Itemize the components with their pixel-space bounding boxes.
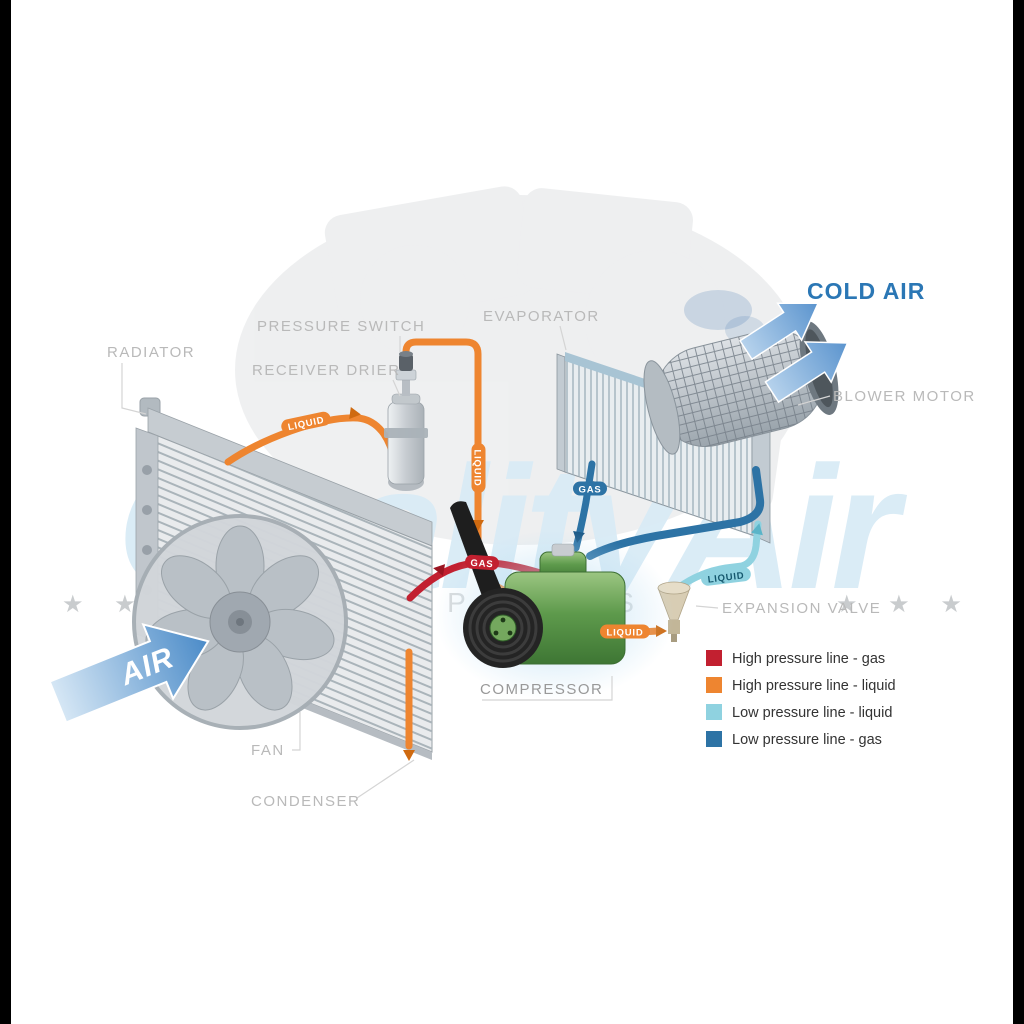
arrow-orange-to-drier xyxy=(349,407,361,419)
cold-air-arrows xyxy=(738,302,849,404)
leader-lines xyxy=(121,325,831,799)
legend-swatch-low-gas xyxy=(706,731,722,747)
label-fan: FAN xyxy=(251,742,285,759)
legend-swatch-low-liquid xyxy=(706,704,722,720)
receiver-drier-graphic xyxy=(384,393,428,491)
left-letterbox-bar xyxy=(0,0,11,1024)
low-pressure-liquid-line xyxy=(674,520,762,592)
high-pressure-liquid-line-condenser-to-drier xyxy=(224,414,398,466)
legend-swatch-high-liquid xyxy=(706,677,722,693)
legend: High pressure line - gas High pressure l… xyxy=(706,650,896,748)
label-compressor: COMPRESSOR xyxy=(480,681,603,698)
svg-text:LIQUID: LIQUID xyxy=(707,570,745,585)
label-receiver-drier: RECEIVER DRIER xyxy=(252,362,401,379)
watermark-right-stars: ★ ★ ★ xyxy=(836,591,974,618)
svg-text:GAS: GAS xyxy=(579,485,602,496)
legend-label-high-gas: High pressure line - gas xyxy=(732,651,885,667)
legend-label-high-liquid: High pressure line - liquid xyxy=(732,678,896,694)
engine-ghost xyxy=(235,186,805,545)
arrow-lightblue-to-evaporator xyxy=(751,523,763,536)
line-label-liquid-valve-to-evap: LIQUID xyxy=(701,567,751,586)
legend-item: High pressure line - liquid xyxy=(706,677,896,694)
line-label-gas-compressor-out: GAS xyxy=(465,554,500,570)
legend-label-low-gas: Low pressure line - gas xyxy=(732,732,882,748)
legend-item: Low pressure line - gas xyxy=(706,731,882,748)
label-condenser: CONDENSER xyxy=(251,793,360,810)
svg-text:GAS: GAS xyxy=(470,558,494,571)
label-pressure-switch: PRESSURE SWITCH xyxy=(257,318,425,335)
label-cold-air: COLD AIR xyxy=(807,278,925,304)
legend-item: High pressure line - gas xyxy=(706,650,885,667)
label-radiator: RADIATOR xyxy=(107,344,195,361)
legend-item: Low pressure line - liquid xyxy=(706,704,892,721)
label-blower-motor: BLOWER MOTOR xyxy=(833,388,976,405)
right-letterbox-bar xyxy=(1013,0,1024,1024)
arrow-red-to-condenser xyxy=(433,564,446,576)
line-label-gas-evaporator-out: GAS xyxy=(573,481,607,496)
label-expansion-valve: EXPANSION VALVE xyxy=(722,600,881,617)
svg-text:LIQUID: LIQUID xyxy=(472,450,483,487)
line-label-liquid-down: LIQUID xyxy=(471,443,486,493)
svg-text:LIQUID: LIQUID xyxy=(607,628,644,639)
compressor-graphic xyxy=(435,501,675,700)
legend-swatch-high-gas xyxy=(706,650,722,666)
line-label-liquid-to-valve: LIQUID xyxy=(600,624,650,639)
arrow-orange-condenser-out xyxy=(403,750,415,761)
legend-label-low-liquid: Low pressure line - liquid xyxy=(732,705,892,721)
fan-graphic xyxy=(132,514,348,730)
pressure-switch-graphic xyxy=(395,351,417,396)
arrow-orange-down xyxy=(472,520,484,531)
label-evaporator: EVAPORATOR xyxy=(483,308,600,325)
